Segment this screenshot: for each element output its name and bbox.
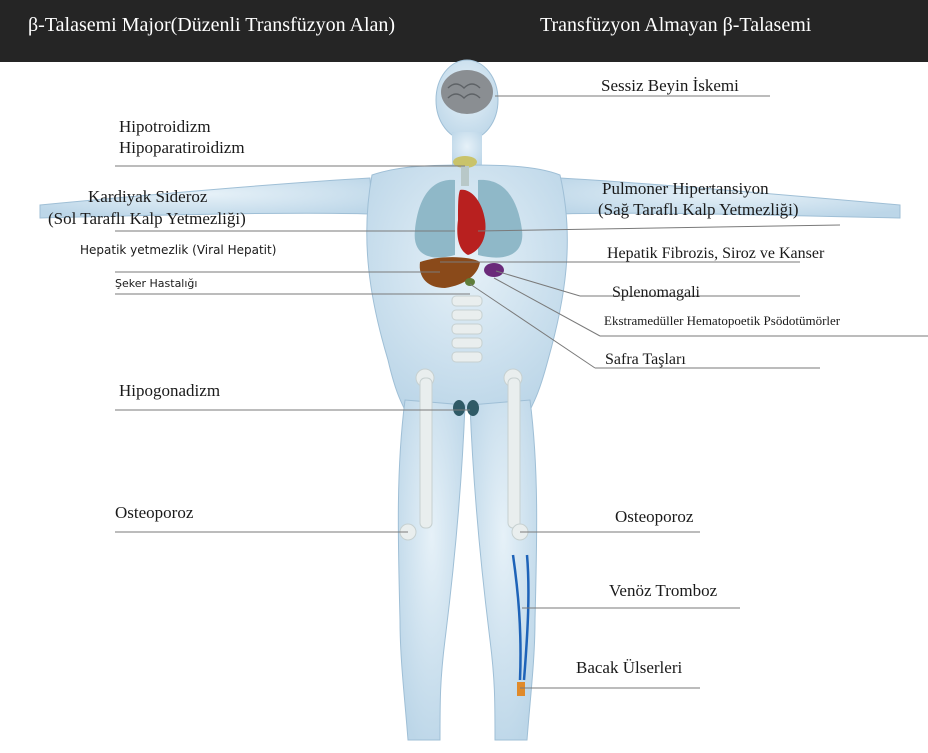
- label-venous-thrombosis: Venöz Tromboz: [609, 581, 717, 601]
- label-hypothyroid: Hipotroidizm: [119, 117, 211, 137]
- label-pulmonary-sub: (Sağ Taraflı Kalp Yetmezliği): [598, 200, 799, 220]
- gallbladder: [465, 278, 475, 286]
- label-cardiac-siderosis: Kardiyak Sideroz: [88, 187, 207, 207]
- spleen: [484, 263, 504, 277]
- label-hepatic-failure: Hepatik yetmezlik (Viral Hepatit): [80, 244, 276, 258]
- label-diabetes: Şeker Hastalığı: [115, 278, 197, 291]
- trachea: [461, 166, 469, 186]
- label-splenomegaly: Splenomagali: [612, 284, 700, 302]
- label-hepatic-fibrosis: Hepatik Fibrozis, Siroz ve Kanser: [607, 245, 824, 263]
- label-emh: Ekstramedüller Hematopoetik Psödotümörle…: [604, 314, 840, 329]
- brain: [441, 70, 493, 114]
- spine: [452, 296, 482, 362]
- label-osteoporosis-left: Osteoporoz: [115, 503, 193, 523]
- leg-ulcer: [517, 682, 525, 696]
- label-silent-infarct: Sessiz Beyin İskemi: [601, 76, 739, 96]
- label-hypogonadism: Hipogonadizm: [119, 381, 220, 401]
- label-hypoparathyroid: Hipoparatiroidizm: [119, 138, 245, 158]
- label-pulmonary: Pulmoner Hipertansiyon: [602, 179, 769, 199]
- label-leg-ulcers: Bacak Ülserleri: [576, 658, 682, 678]
- label-osteoporosis-right: Osteoporoz: [615, 507, 693, 527]
- label-cardiac-sub: (Sol Taraflı Kalp Yetmezliği): [48, 209, 246, 229]
- label-gallstones: Safra Taşları: [605, 351, 686, 369]
